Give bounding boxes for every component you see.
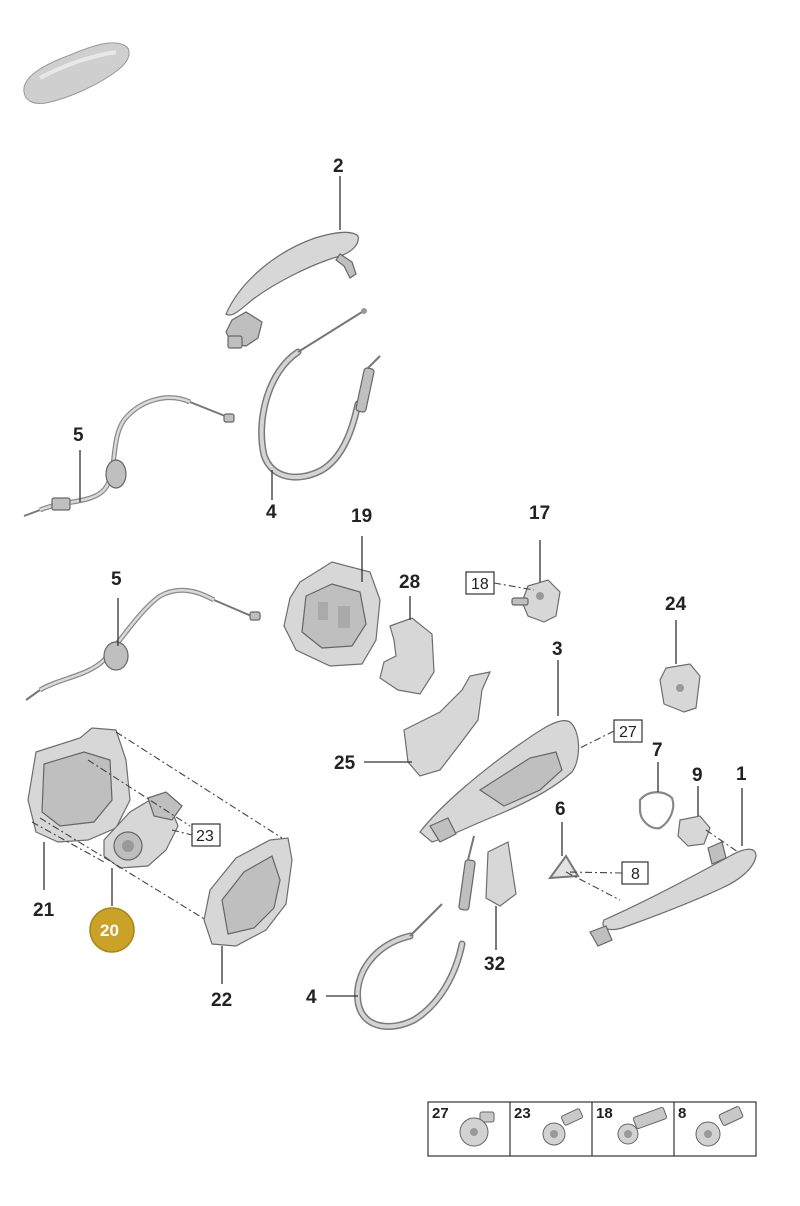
part-6-seal[interactable] — [547, 854, 580, 880]
boxed-callout-8: 8 — [631, 866, 640, 883]
callout-6: 6 — [555, 799, 566, 820]
pan-head-screw-icon — [695, 1106, 744, 1147]
torx-bolt-icon — [617, 1106, 668, 1145]
part-5-bowden-cable-lower[interactable] — [25, 587, 261, 701]
table-cell-label-27: 27 — [432, 1105, 449, 1122]
part-3-handle-carrier[interactable] — [419, 720, 580, 843]
callout-22: 22 — [211, 990, 232, 1011]
callout-1: 1 — [736, 764, 747, 785]
callout-19: 19 — [351, 506, 372, 527]
table-cell-label-8: 8 — [678, 1105, 686, 1122]
callout-4-upper: 4 — [266, 502, 277, 523]
boxed-callout-18: 18 — [471, 576, 489, 593]
boxed-callout-27: 27 — [619, 724, 637, 741]
callout-7: 7 — [652, 740, 663, 761]
part-4-cable-lower[interactable] — [354, 835, 476, 1030]
callout-2: 2 — [333, 156, 344, 177]
part-17-striker[interactable] — [511, 579, 561, 623]
callout-3: 3 — [552, 639, 563, 660]
part-25-bracket[interactable] — [403, 671, 492, 777]
part-24-pad[interactable] — [659, 663, 701, 713]
table-cell-label-23: 23 — [514, 1105, 531, 1122]
callout-21: 21 — [33, 900, 55, 921]
callout-5-lower: 5 — [111, 569, 122, 590]
callout-25: 25 — [334, 753, 356, 774]
table-cell-label-18: 18 — [596, 1105, 613, 1122]
flanged-screw-icon — [542, 1108, 584, 1146]
car-silhouette-icon — [23, 42, 130, 104]
part-20-actuator[interactable] — [103, 791, 183, 869]
part-21-housing[interactable] — [27, 727, 131, 843]
part-19-lock-module[interactable] — [283, 561, 381, 667]
part-28-bracket[interactable] — [379, 617, 435, 695]
callout-24: 24 — [665, 594, 687, 615]
part-5-bowden-cable-upper[interactable] — [23, 395, 235, 517]
callout-9: 9 — [692, 765, 703, 786]
part-2-outer-handle[interactable] — [225, 231, 359, 349]
round-head-screw-icon — [459, 1111, 495, 1147]
callout-32: 32 — [484, 954, 505, 975]
callout-17: 17 — [529, 503, 550, 524]
callout-20: 20 — [100, 921, 119, 940]
assembly-lines — [31, 731, 283, 921]
part-9-cover-cap[interactable] — [677, 815, 711, 847]
part-1-handle-grip[interactable] — [589, 841, 757, 947]
part-32-foam-pad[interactable] — [485, 841, 517, 907]
callout-5-upper: 5 — [73, 425, 84, 446]
callout-4-lower: 4 — [306, 987, 317, 1008]
fastener-table: 27 23 18 8 — [427, 1101, 757, 1157]
boxed-callout-23: 23 — [196, 828, 214, 845]
callout-28: 28 — [399, 572, 420, 593]
part-22-cover[interactable] — [203, 837, 293, 947]
highlight-badge[interactable] — [89, 907, 135, 953]
part-4-cable-upper[interactable] — [258, 308, 381, 481]
part-7-gasket[interactable] — [638, 791, 675, 830]
